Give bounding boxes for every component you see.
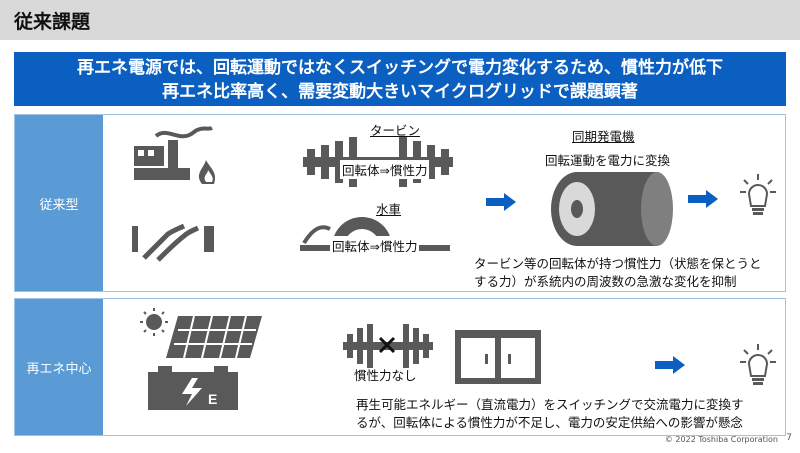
summary-banner: 再エネ電源では、回転運動ではなくスイッチングで電力変化するため、慣性力が低下 再… (14, 52, 786, 106)
arrow-right-icon (655, 356, 685, 374)
battery-icon: E (148, 366, 238, 410)
renewable-note-line-2: るが、回転体による慣性力が不足し、電力の安定供給への影響が懸念 (356, 415, 743, 430)
turbine-label: タービン (370, 123, 421, 138)
factory-icon (134, 126, 216, 184)
conventional-note-line-2: する力）が系統内の周波数の急激な変化を抑制 (474, 274, 737, 289)
arrow-right-icon (486, 193, 516, 211)
svg-text:E: E (208, 391, 217, 407)
banner-line-2: 再エネ比率高く、需要変動大きいマイクログリッドで課題顕著 (162, 82, 638, 102)
no-inertia-text: 慣性力なし (354, 368, 417, 383)
renewable-label: 再エネ中心 (15, 299, 103, 435)
generator-description: 回転運動を電力に変換 (545, 153, 671, 168)
page-number: 7 (786, 433, 792, 443)
solar-panel-icon (140, 308, 262, 359)
power-conditioner-icon (455, 330, 541, 384)
page-title: 従来課題 (14, 11, 91, 33)
water-wheel-label: 水車 (376, 202, 402, 217)
light-bulb-icon (740, 344, 776, 385)
copyright-text: © 2022 Toshiba Corporation (664, 435, 778, 444)
generator-label: 同期発電機 (572, 129, 635, 144)
arrow-right-icon (688, 190, 718, 208)
cross-mark-icon (378, 336, 396, 354)
light-bulb-icon (740, 174, 776, 215)
generator-cylinder-icon (551, 172, 673, 246)
rotor-inertia-text-1: 回転体⇒慣性力 (340, 160, 430, 179)
banner-line-1: 再エネ電源では、回転運動ではなくスイッチングで電力変化するため、慣性力が低下 (77, 58, 723, 78)
conventional-note: タービン等の回転体が持つ慣性力（状態を保とうと する力）が系統内の周波数の急激な… (474, 255, 762, 291)
dam-river-icon (132, 223, 214, 262)
conventional-note-line-1: タービン等の回転体が持つ慣性力（状態を保とうと (474, 256, 762, 271)
renewable-note: 再生可能エネルギー（直流電力）をスイッチングで交流電力に変換す るが、回転体によ… (356, 396, 744, 432)
conventional-label: 従来型 (15, 115, 103, 291)
title-bar: 従来課題 (0, 0, 800, 40)
rotor-inertia-text-2: 回転体⇒慣性力 (330, 236, 420, 255)
renewable-note-line-1: 再生可能エネルギー（直流電力）をスイッチングで交流電力に変換す (356, 397, 744, 412)
